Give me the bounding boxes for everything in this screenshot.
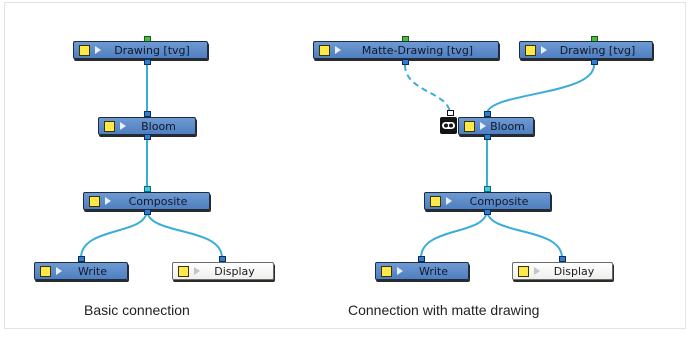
play-arrow-icon (56, 267, 62, 275)
port-in-matte[interactable] (447, 110, 454, 116)
node-display[interactable]: Display (172, 262, 274, 280)
enable-square-icon[interactable] (518, 265, 529, 277)
wire-composite-to-write (80, 209, 148, 259)
node-label: Display (214, 264, 255, 278)
node-composite[interactable]: Composite (83, 192, 210, 210)
node-label: Drawing [tvg] (114, 43, 190, 57)
port-out-matte-drawing[interactable] (402, 59, 409, 65)
node-drawing[interactable]: Drawing [tvg] (73, 41, 208, 59)
enable-square-icon[interactable] (319, 44, 330, 56)
port-in-write-2[interactable] (418, 256, 425, 262)
play-arrow-icon (480, 122, 486, 130)
enable-square-icon[interactable] (381, 265, 392, 277)
node-write-2[interactable]: Write (375, 262, 469, 280)
enable-square-icon[interactable] (40, 265, 51, 277)
node-label: Composite (128, 194, 188, 208)
enable-square-icon[interactable] (178, 265, 189, 277)
wire-composite-to-display-matte (486, 209, 563, 259)
node-bloom[interactable]: Bloom (98, 117, 196, 135)
port-out-composite-2[interactable] (484, 209, 491, 215)
play-arrow-icon (541, 46, 547, 54)
node-label: Bloom (490, 119, 525, 133)
port-in-bloom-2[interactable] (484, 111, 491, 117)
enable-square-icon[interactable] (464, 120, 475, 132)
play-arrow-icon (105, 197, 111, 205)
node-label: Matte-Drawing [tvg] (361, 43, 474, 57)
port-out-bloom-2[interactable] (484, 134, 491, 140)
node-matte-drawing[interactable]: Matte-Drawing [tvg] (313, 41, 499, 59)
play-arrow-icon (194, 267, 200, 275)
port-in-display-2[interactable] (559, 256, 566, 262)
node-label: Write (77, 264, 108, 278)
play-arrow-icon (335, 46, 341, 54)
node-bloom-2[interactable]: Bloom (458, 117, 534, 135)
node-label: Write (418, 264, 449, 278)
node-composite-2[interactable]: Composite (424, 192, 551, 210)
play-arrow-icon (397, 267, 403, 275)
port-in-write[interactable] (78, 256, 85, 262)
play-arrow-icon (446, 197, 452, 205)
node-label: Bloom (141, 119, 176, 133)
enable-square-icon[interactable] (89, 195, 100, 207)
node-label: Drawing [tvg] (559, 43, 636, 57)
node-write[interactable]: Write (34, 262, 128, 280)
port-out-drawing[interactable] (144, 59, 151, 65)
node-label: Composite (469, 194, 529, 208)
wire-composite-to-write-matte (420, 209, 488, 259)
node-drawing-2[interactable]: Drawing [tvg] (519, 41, 653, 59)
port-out-drawing-2[interactable] (591, 59, 598, 65)
port-in-bloom[interactable] (144, 111, 151, 117)
enable-square-icon[interactable] (79, 44, 90, 56)
matte-mask-icon[interactable] (440, 117, 457, 134)
node-label: Display (553, 264, 595, 278)
caption-basic-connection: Basic connection (84, 302, 190, 318)
play-arrow-icon (120, 122, 126, 130)
play-arrow-icon (534, 267, 540, 275)
play-arrow-icon (95, 46, 101, 54)
node-display-2[interactable]: Display (512, 262, 613, 280)
wire-drawing-to-bloom-matte (486, 64, 595, 115)
enable-square-icon[interactable] (430, 195, 441, 207)
wire-composite-to-display (146, 209, 223, 259)
port-out-composite[interactable] (144, 209, 151, 215)
port-out-bloom[interactable] (144, 134, 151, 140)
caption-matte-connection: Connection with matte drawing (348, 302, 540, 318)
port-in-display[interactable] (219, 256, 226, 262)
enable-square-icon[interactable] (104, 120, 115, 132)
wire-matte-drawing-to-bloom (404, 64, 451, 115)
port-in-composite[interactable] (144, 186, 151, 192)
port-in-composite-2[interactable] (484, 186, 491, 192)
enable-square-icon[interactable] (525, 44, 536, 56)
